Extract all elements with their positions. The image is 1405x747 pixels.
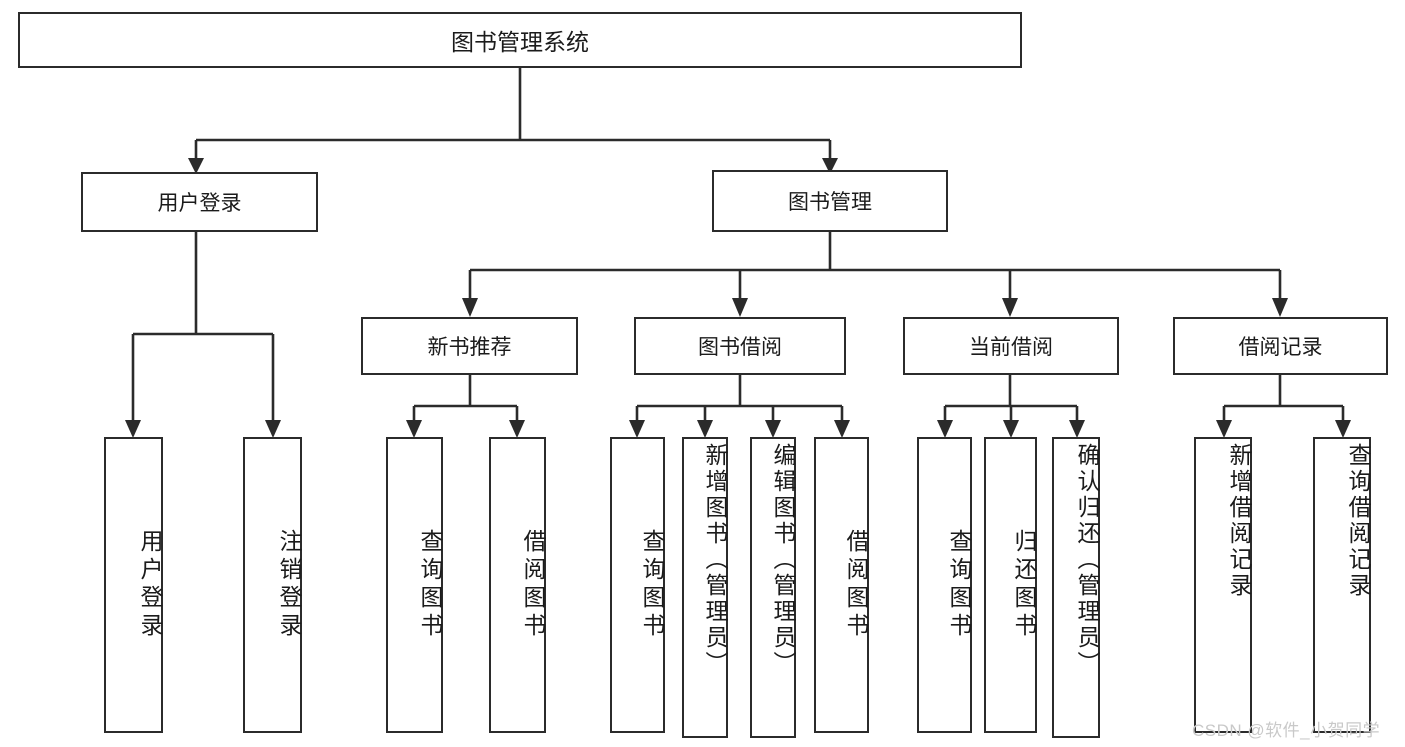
node-book-management[interactable]: 图书管理 bbox=[712, 170, 948, 232]
leaf-new-book-query[interactable]: 查询图书 bbox=[386, 437, 443, 733]
node-user-login[interactable]: 用户登录 bbox=[81, 172, 318, 232]
csdn-watermark: CSDN @软件_小贺同学 bbox=[1192, 721, 1381, 740]
leaf-book-borrow-borrow[interactable]: 借阅图书 bbox=[814, 437, 869, 733]
leaf-current-borrow-confirm-admin[interactable]: 确认归还（管理员） bbox=[1052, 437, 1100, 738]
leaf-new-book-borrow[interactable]: 借阅图书 bbox=[489, 437, 546, 733]
node-new-book-recommend[interactable]: 新书推荐 bbox=[361, 317, 578, 375]
leaf-book-borrow-query[interactable]: 查询图书 bbox=[610, 437, 665, 733]
leaf-borrow-record-add[interactable]: 新增借阅记录 bbox=[1194, 437, 1252, 733]
node-current-borrow[interactable]: 当前借阅 bbox=[903, 317, 1119, 375]
leaf-current-borrow-return[interactable]: 归还图书 bbox=[984, 437, 1037, 733]
leaf-book-borrow-add-admin[interactable]: 新增图书（管理员） bbox=[682, 437, 728, 738]
leaf-borrow-record-query[interactable]: 查询借阅记录 bbox=[1313, 437, 1371, 733]
node-borrow-record[interactable]: 借阅记录 bbox=[1173, 317, 1388, 375]
leaf-current-borrow-query[interactable]: 查询图书 bbox=[917, 437, 972, 733]
leaf-user-login-logout[interactable]: 注销登录 bbox=[243, 437, 302, 733]
leaf-book-borrow-edit-admin[interactable]: 编辑图书（管理员） bbox=[750, 437, 796, 738]
node-book-borrow[interactable]: 图书借阅 bbox=[634, 317, 846, 375]
leaf-user-login-login[interactable]: 用户登录 bbox=[104, 437, 163, 733]
node-root-system[interactable]: 图书管理系统 bbox=[18, 12, 1022, 68]
